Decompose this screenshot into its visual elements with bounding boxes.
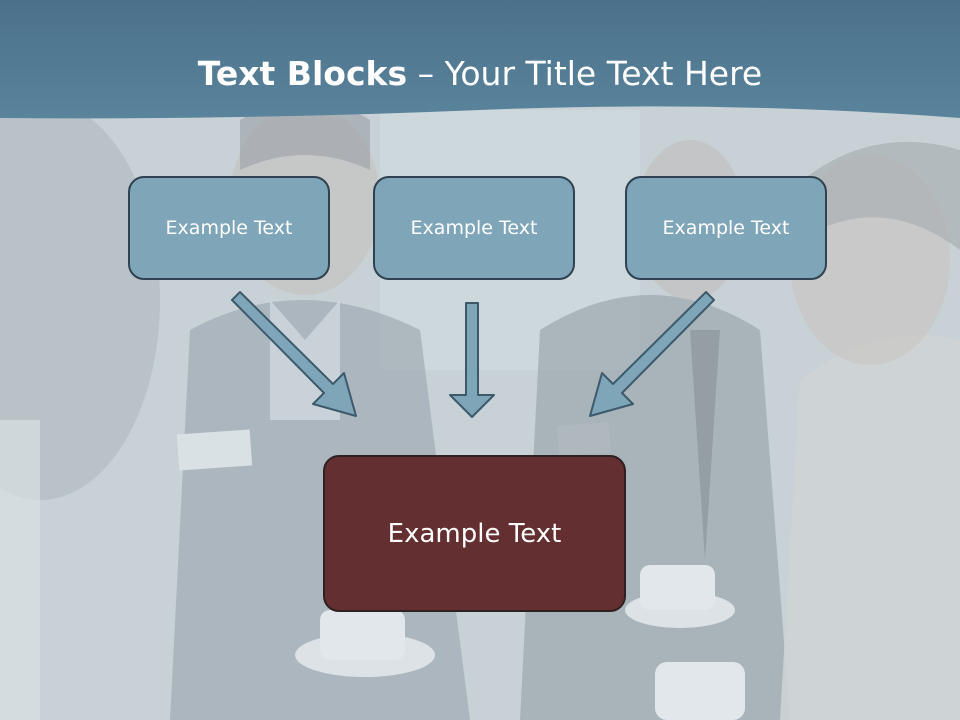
text-box-label: Example Text [410,217,538,239]
text-box-right[interactable]: Example Text [625,176,827,280]
header-band [0,0,960,119]
center-text-box[interactable]: Example Text [323,455,626,612]
arrow-down-right-icon [231,291,357,417]
arrow-down-icon [449,302,495,418]
text-box-label: Example Text [165,217,293,239]
title-bold: Text Blocks [197,54,408,93]
slide-title: Text Blocks – Your Title Text Here [0,52,960,96]
center-box-label: Example Text [387,518,562,549]
title-rest: Your Title Text Here [444,54,763,93]
title-dash: – [407,54,445,93]
text-box-label: Example Text [662,217,790,239]
text-box-middle[interactable]: Example Text [373,176,575,280]
text-box-left[interactable]: Example Text [128,176,330,280]
arrow-down-left-icon [589,291,715,417]
